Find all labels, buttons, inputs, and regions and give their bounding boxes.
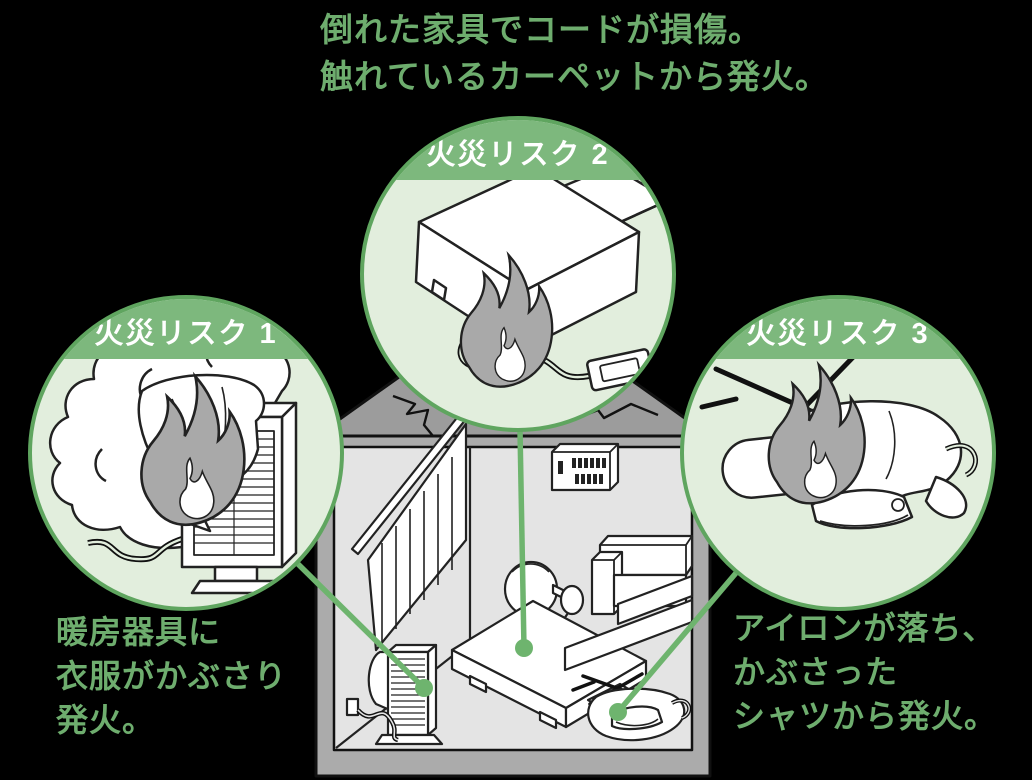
connector-line-2	[517, 429, 527, 649]
connectors	[296, 429, 739, 721]
risk-3-caption-line-3: シャツから発火。	[733, 698, 998, 734]
connector-dot-3	[609, 703, 627, 721]
roof-crack-left	[392, 394, 434, 437]
connector-dot-2	[515, 639, 533, 657]
risk-circle-1: 火災リスク 1	[28, 295, 344, 611]
risk-1-label: 火災リスク 1	[94, 318, 278, 350]
risk-3-caption-line-2: かぶさった	[733, 654, 899, 690]
risk-1-caption-line-1: 暖房器具に	[56, 614, 222, 650]
risk-1-caption: 暖房器具に 衣服がかぶさり 発火。	[56, 610, 287, 742]
risk-2-label-band: 火災リスク 2	[364, 120, 672, 180]
risk-1-caption-line-2: 衣服がかぶさり	[56, 658, 288, 694]
wall-outlet	[345, 697, 360, 717]
risk-1-label-band: 火災リスク 1	[32, 299, 340, 359]
risk-circle-3: 火災リスク 3	[680, 295, 996, 611]
headline-line-1: 倒れた家具でコードが損傷。	[320, 11, 762, 48]
risk-3-illustration	[699, 348, 978, 530]
flame-icon	[767, 360, 866, 505]
risk-3-label: 火災リスク 3	[746, 318, 930, 350]
connector-line-3	[615, 571, 739, 714]
connector-dot-1	[415, 679, 433, 697]
risk-1-caption-line-3: 発火。	[56, 702, 156, 738]
risk-2-label: 火災リスク 2	[426, 139, 610, 171]
room-contents	[335, 402, 694, 749]
risk-3-caption-line-1: アイロンが落ち、	[733, 610, 996, 646]
flame-icon	[459, 251, 554, 388]
power-strip	[586, 348, 654, 392]
sofa	[563, 534, 694, 672]
headline-line-2: 触れているカーペットから発火。	[320, 58, 830, 95]
headline-risk2-description: 倒れた家具でコードが損傷。 触れているカーペットから発火。	[320, 6, 829, 100]
risk-2-illustration	[414, 164, 671, 392]
risk-1-illustration	[48, 312, 298, 595]
risk-3-caption: アイロンが落ち、 かぶさった シャツから発火。	[733, 606, 997, 738]
breaker-panel	[550, 442, 620, 492]
risk-circle-2: 火災リスク 2	[360, 116, 676, 432]
flame-icon	[140, 371, 246, 527]
risk-3-label-band: 火災リスク 3	[684, 299, 992, 359]
connector-line-1	[296, 562, 426, 690]
